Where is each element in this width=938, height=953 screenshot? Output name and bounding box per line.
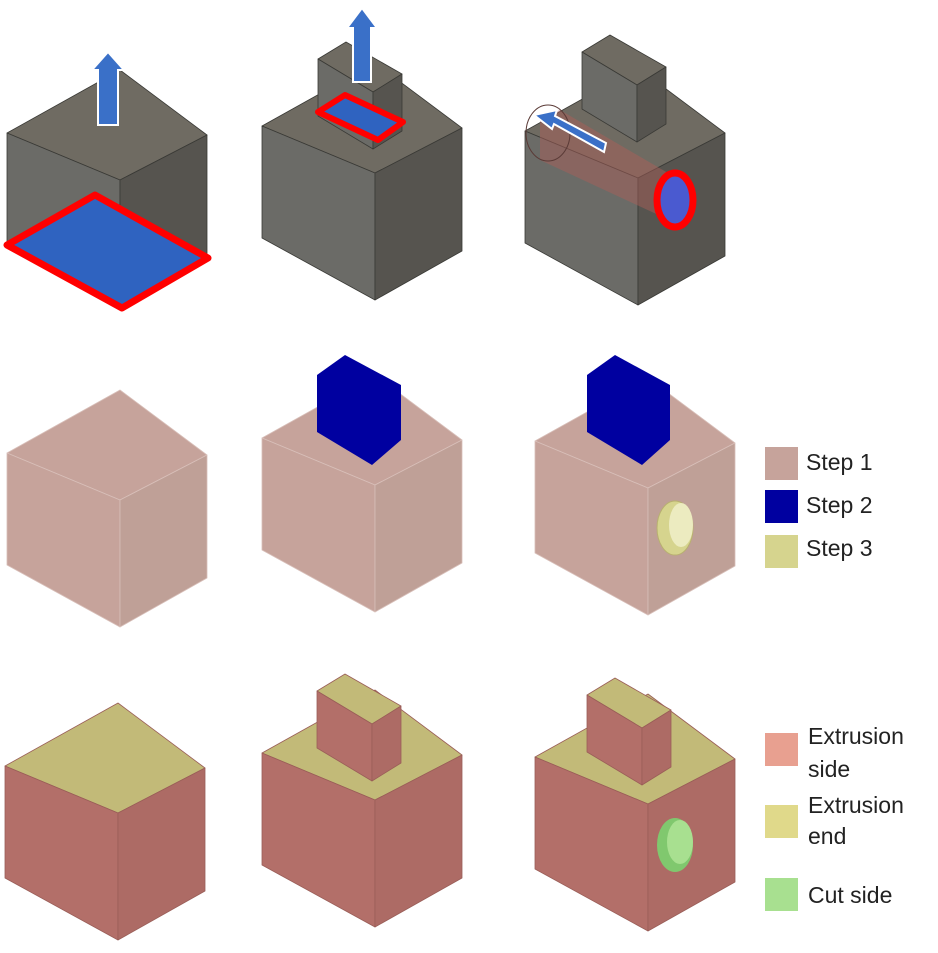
legend-swatch-cut-side [765,878,798,911]
legend-swatch-step-3 [765,535,798,568]
step-2-pillar [317,355,401,465]
legend-swatch-extrusion-end [765,805,798,838]
legend-label-cut-side: Cut side [808,882,893,908]
cut-preview-volume [540,110,680,225]
extrude-up-arrow-icon [89,50,127,126]
legend-label-extrusion-side-1: Extrusion [808,723,904,749]
legend-label-extrusion-end-2: end [808,823,847,849]
sketch-profile-base [3,191,212,312]
step-cube-1-side-face [119,454,208,628]
sketch-profile-hole [653,169,697,231]
legend-label-step-1: Step 1 [806,449,873,475]
cube-2-body-side-face [374,127,463,301]
legend-swatch-step-2 [765,490,798,523]
face-cube-2-pillar-side-face [371,705,402,782]
face-cube-2-side-face [374,754,463,928]
extrude-up-arrow-icon-2 [345,6,379,83]
legend-swatch-extrusion-side [765,733,798,766]
sketch-profile-pillar [315,92,406,143]
legend-swatch-step-1 [765,447,798,480]
cut-side-hole-inner [667,820,693,864]
legend-label-extrusion-end-1: Extrusion [808,792,904,818]
face-cube-1-side-face [117,767,206,941]
legend-label-extrusion-side-2: side [808,756,851,782]
cube-3-pillar-side-face [636,66,667,143]
cut-direction-arrow-icon [531,108,608,154]
face-cube-3-pillar-side-face [641,709,672,786]
legend-label-step-2: Step 2 [806,492,873,518]
legend-label-step-3: Step 3 [806,535,873,561]
step-3-hole-inner [669,503,693,547]
step-cube-2-side-face [374,439,463,613]
step-2-pillar-3 [587,355,670,465]
